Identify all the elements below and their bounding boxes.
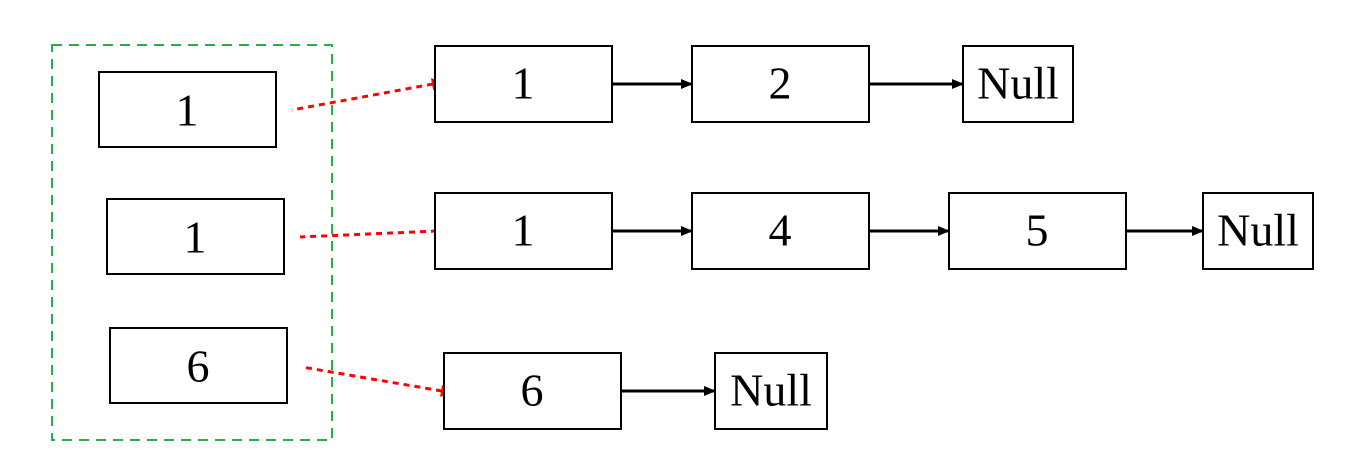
list-node-value: 6: [521, 365, 544, 416]
heap-entry: 6: [109, 327, 288, 404]
heap-pointer-arrow: [291, 78, 446, 112]
null-terminator-label: Null: [977, 58, 1059, 109]
list-node-box: [434, 192, 613, 270]
list-node-box: [691, 192, 870, 270]
null-terminator-box: [1202, 192, 1314, 270]
heap-entry-box: [98, 71, 277, 148]
list-node-value: 5: [1026, 205, 1049, 256]
list-node-box: [948, 192, 1127, 270]
heap-entry: 1: [106, 198, 285, 275]
linked-list: 6 Null: [443, 352, 828, 430]
linked-list: 1 2 Null: [434, 45, 1074, 123]
list-node-box: [443, 352, 622, 430]
null-terminator-label: Null: [1217, 205, 1299, 256]
heap-pointer-arrow: [299, 225, 450, 239]
heap-entry-value: 1: [184, 212, 207, 263]
heap-entry: 1: [98, 71, 277, 148]
linked-list: 1 4 5 Null: [434, 192, 1314, 270]
heap-container: [51, 44, 333, 441]
heap-entry-value: 1: [176, 85, 199, 136]
null-terminator-box: [714, 352, 828, 430]
heap-entry-box: [109, 327, 288, 404]
list-node-value: 1: [512, 58, 535, 109]
list-node-value: 1: [512, 205, 535, 256]
null-terminator-label: Null: [730, 365, 812, 416]
list-node-box: [691, 45, 870, 123]
list-node-box: [434, 45, 613, 123]
heap-entry-box: [106, 198, 285, 275]
null-terminator-box: [962, 45, 1074, 123]
list-node-value: 4: [769, 205, 792, 256]
heap-entry-value: 6: [187, 341, 210, 392]
list-node-value: 2: [769, 58, 792, 109]
heap-pointer-arrow: [301, 365, 455, 397]
